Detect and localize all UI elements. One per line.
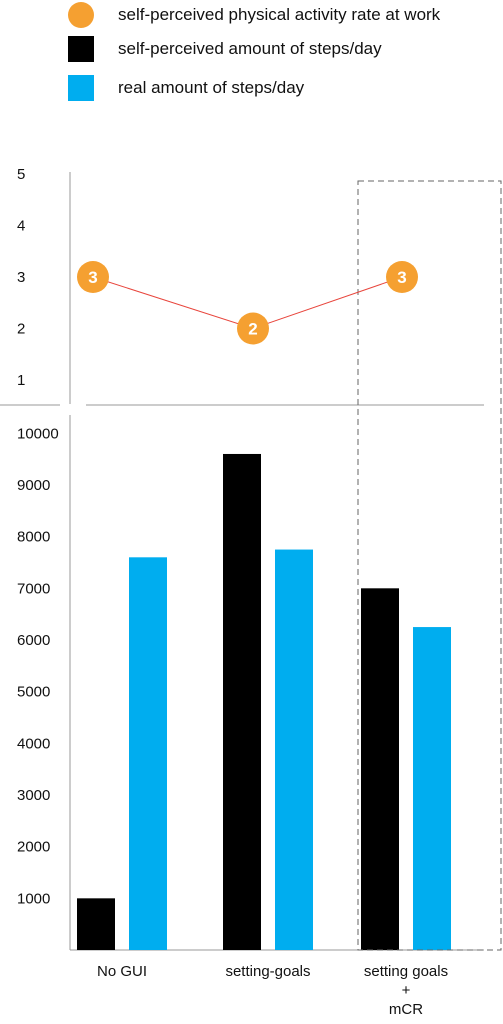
activity-rate-marker	[237, 312, 269, 345]
y-tick-label-bottom: 4000	[17, 735, 50, 752]
y-tick-label-bottom: 8000	[17, 529, 50, 546]
x-category-label: No GUI	[97, 963, 147, 980]
y-tick-label-top: 1	[17, 372, 25, 389]
y-tick-label-top: 2	[17, 321, 25, 338]
y-tick-label-bottom: 10000	[17, 425, 59, 442]
legend-swatch-orange-circle	[68, 2, 94, 28]
legend-item-real-steps: real amount of steps/day	[68, 75, 304, 101]
bar-self-perceived-steps	[223, 453, 261, 950]
bar-real-steps	[129, 557, 167, 950]
activity-rate-marker	[77, 261, 109, 293]
activity-rate-value-label: 3	[397, 268, 406, 287]
bar-real-steps	[413, 627, 451, 950]
bar-self-perceived-steps	[361, 588, 399, 950]
legend-item-self-perceived-steps: self-perceived amount of steps/day	[68, 36, 382, 62]
activity-rate-value-label: 3	[88, 268, 97, 287]
y-tick-label-bottom: 1000	[17, 890, 50, 907]
y-tick-label-top: 5	[17, 166, 25, 183]
y-tick-label-bottom: 7000	[17, 580, 50, 597]
y-tick-label-top: 3	[17, 269, 25, 286]
bar-self-perceived-steps	[77, 898, 115, 950]
legend-label: real amount of steps/day	[118, 78, 305, 97]
activity-rate-value-label: 2	[248, 320, 257, 339]
highlight-box	[357, 180, 502, 951]
x-category-label: setting-goals	[225, 963, 310, 980]
legend-swatch-blue-square	[68, 75, 94, 101]
y-tick-label-top: 4	[17, 218, 25, 235]
activity-rate-marker	[386, 261, 418, 293]
y-tick-label-bottom: 9000	[17, 477, 50, 494]
x-category-label: setting goals	[364, 963, 448, 980]
bar-real-steps	[275, 549, 313, 950]
legend-item-activity-rate: self-perceived physical activity rate at…	[68, 2, 440, 28]
y-tick-label-bottom: 5000	[17, 684, 50, 701]
y-tick-label-bottom: 2000	[17, 839, 50, 856]
x-category-label: mCR	[389, 1001, 423, 1018]
legend-swatch-black-square	[68, 36, 94, 62]
legend-label: self-perceived physical activity rate at…	[118, 5, 441, 24]
y-tick-label-bottom: 3000	[17, 787, 50, 804]
x-category-label: +	[402, 982, 411, 999]
y-tick-label-bottom: 6000	[17, 632, 50, 649]
legend-label: self-perceived amount of steps/day	[118, 39, 382, 58]
